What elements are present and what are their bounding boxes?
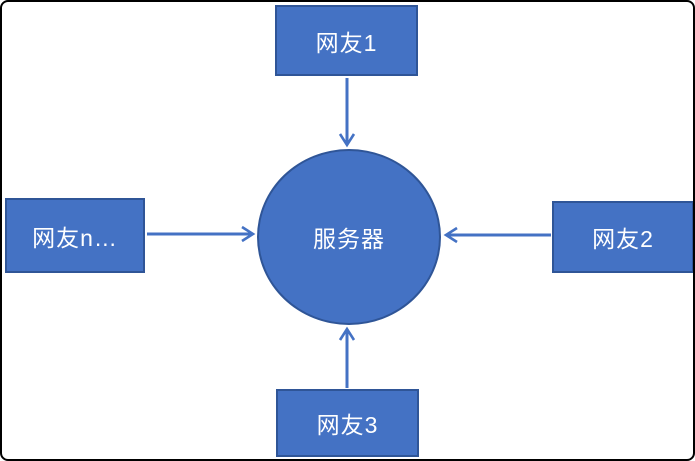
node-server-label: 服务器 xyxy=(313,226,385,252)
node-netizen-3: 网友3 xyxy=(276,389,419,457)
node-netizen-2: 网友2 xyxy=(552,201,693,273)
node-netizen-n-label: 网友n… xyxy=(32,224,118,251)
node-server: 服务器 xyxy=(257,149,441,325)
node-netizen-n: 网友n… xyxy=(5,198,145,273)
node-netizen-1-label: 网友1 xyxy=(315,29,378,56)
node-netizen-2-label: 网友2 xyxy=(592,226,654,252)
node-netizen-1: 网友1 xyxy=(275,5,418,76)
node-netizen-3-label: 网友3 xyxy=(316,412,379,438)
